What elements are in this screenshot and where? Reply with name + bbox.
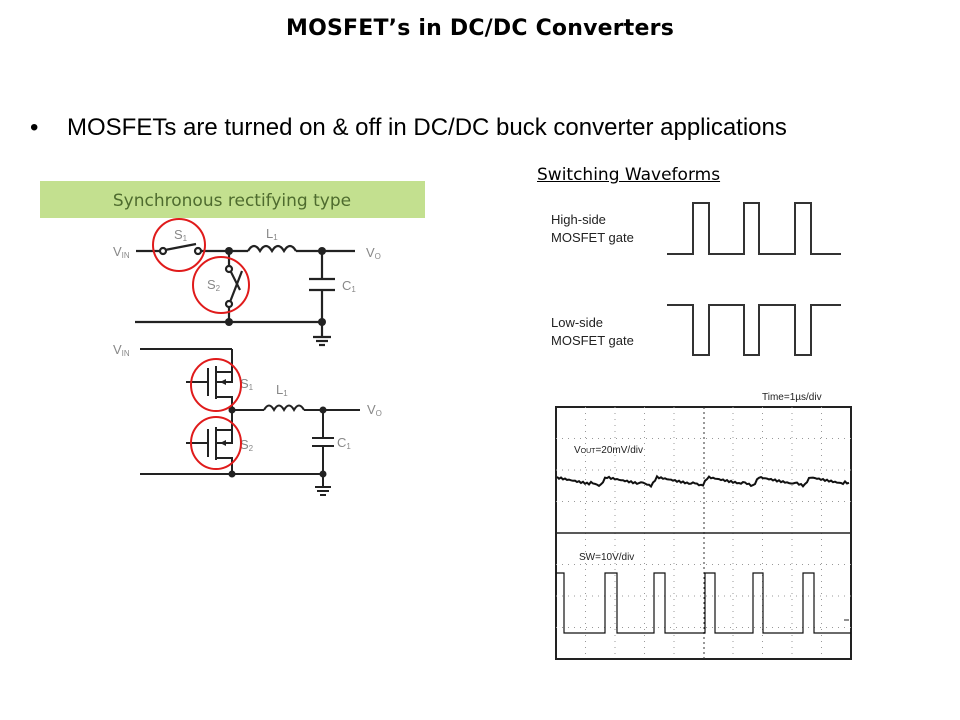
s1-highlight-circle	[152, 218, 206, 272]
buck-converter-circuit: Synchronous rectifying type	[40, 181, 425, 496]
svg-text:S2: S2	[207, 277, 221, 293]
bullet-text: MOSFETs are turned on & off in DC/DC buc…	[67, 114, 787, 141]
svg-text:C1: C1	[337, 435, 351, 451]
s2-highlight-circle	[192, 256, 250, 314]
switching-waveforms-heading: Switching Waveforms	[537, 165, 721, 185]
svg-text:S2: S2	[240, 437, 254, 453]
mosfet-diagram-labels: VIN S1 S2 L1 C1 VO	[113, 342, 382, 453]
circuit-header-bar	[40, 181, 425, 218]
svg-text:VIN: VIN	[113, 342, 130, 358]
switch-node-trace	[556, 572, 851, 634]
svg-text:S1: S1	[240, 376, 254, 392]
switch-diagram-nodes	[225, 247, 326, 326]
sw-scale-label: SW=10V/div	[579, 552, 634, 563]
bullet-marker: •	[30, 114, 39, 141]
s1-mosfet-highlight	[190, 358, 242, 412]
bullet-item: • MOSFETs are turned on & off in DC/DC b…	[30, 114, 787, 142]
vout-ripple-trace	[556, 474, 850, 489]
s2-mosfet-highlight	[190, 416, 242, 470]
svg-text:VO: VO	[367, 402, 382, 418]
svg-text:C1: C1	[342, 278, 356, 294]
circuit-header-text: Synchronous rectifying type	[113, 191, 351, 211]
time-scale-label: Time=1µs/div	[762, 392, 822, 403]
mosfet-diagram-nodes	[220, 379, 327, 478]
svg-text:L1: L1	[276, 382, 288, 398]
svg-text:VIN: VIN	[113, 244, 130, 260]
svg-text:VO: VO	[366, 245, 381, 261]
svg-text:S1: S1	[174, 227, 188, 243]
slide-title: MOSFET’s in DC/DC Converters	[285, 16, 674, 41]
switch-diagram-labels: VIN S1 S2 L1 C1 VO	[113, 226, 381, 294]
svg-text:L1: L1	[266, 226, 278, 242]
vout-scale-label: VOUT=20mV/div	[574, 445, 643, 456]
